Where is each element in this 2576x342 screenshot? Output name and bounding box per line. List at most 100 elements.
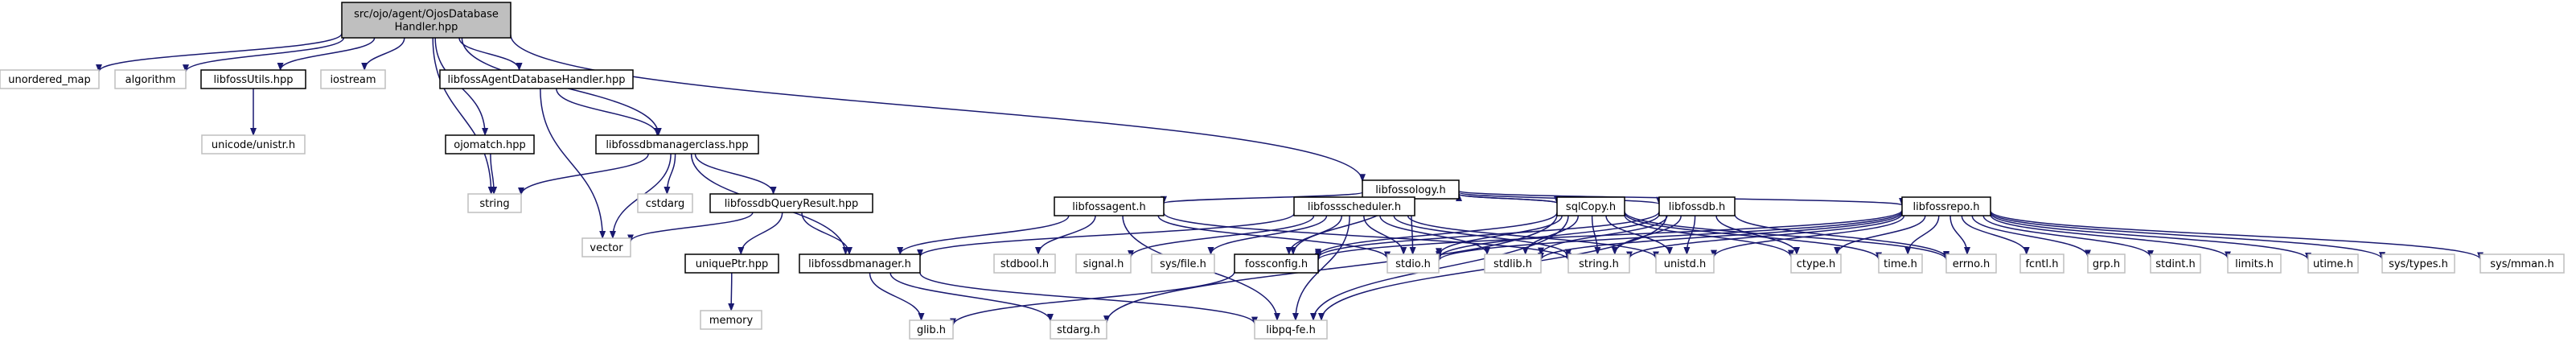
- node-libfossdbQueryResult-label: libfossdbQueryResult.hpp: [725, 198, 859, 210]
- node-root-label: src/ojo/agent/OjosDatabase: [354, 9, 499, 21]
- node-ctype: ctype.h: [1790, 253, 1842, 274]
- node-libfossdb-label: libfossdb.h: [1669, 201, 1725, 213]
- edge-root-to-algorithm: [183, 37, 345, 73]
- node-stdint: stdint.h: [2150, 253, 2201, 274]
- node-signal-box: [1075, 253, 1132, 274]
- node-stdbool-box: [993, 253, 1056, 274]
- node-libfossscheduler-box: [1293, 196, 1415, 216]
- node-grp: grp.h: [2087, 253, 2126, 274]
- node-vector: vector: [581, 237, 631, 258]
- node-iostream: iostream: [320, 69, 386, 89]
- node-stdio: stdio.h: [1387, 253, 1440, 274]
- edge-libfossdbQueryResult-to-vector: [627, 212, 754, 243]
- edge-sqlCopy-to-libpqfe: [1310, 215, 1569, 321]
- edge-libfossAgentDatabaseHandler-to-libfossdbmanagerclass: [556, 88, 661, 136]
- node-stringh-box: [1567, 253, 1630, 274]
- node-vector-box: [581, 237, 631, 258]
- node-glib-box: [909, 319, 954, 340]
- node-libfossAgentDatabaseHandler-box: [439, 69, 634, 89]
- node-signal-label: signal.h: [1083, 258, 1124, 270]
- node-stdlib-box: [1484, 253, 1542, 274]
- edge-libfossrepo-to-grp: [1971, 215, 2091, 258]
- node-libfossdb-box: [1658, 196, 1736, 216]
- node-string: string: [467, 193, 522, 213]
- node-libfossology[interactable]: libfossology.h: [1362, 179, 1460, 200]
- node-libfossdbmanagerclass[interactable]: libfossdbmanagerclass.hpp: [595, 134, 759, 155]
- node-stdint-box: [2150, 253, 2201, 274]
- node-libpqfe-box: [1254, 319, 1328, 340]
- node-fcntl: fcntl.h: [2019, 253, 2064, 274]
- edge-libfossdbmanagerclass-to-string: [518, 153, 649, 196]
- node-fossconfig[interactable]: fossconfig.h: [1234, 253, 1319, 274]
- node-libfossdb[interactable]: libfossdb.h: [1658, 196, 1736, 216]
- node-libfossdbmanager-label: libfossdbmanager.h: [808, 258, 911, 270]
- node-libfossscheduler[interactable]: libfossscheduler.h: [1293, 196, 1415, 216]
- node-sqlCopy-box: [1556, 196, 1625, 216]
- node-unistd: unistd.h: [1655, 253, 1715, 274]
- edge-sqlCopy-to-stdarg: [1103, 214, 1558, 324]
- node-time: time.h: [1878, 253, 1923, 274]
- node-fossconfig-label: fossconfig.h: [1245, 258, 1308, 270]
- node-sysfile-box: [1151, 253, 1215, 274]
- edge-libfossrepo-to-fcntl: [1961, 215, 2030, 255]
- edge-libfossscheduler-to-signal: [1128, 215, 1315, 258]
- edge-libfossscheduler-to-fossconfig: [1285, 215, 1343, 255]
- edge-libfossdbQueryResult-to-libfossdbmanager: [801, 212, 853, 255]
- edge-libfossrepo-to-sysmman: [1990, 210, 2484, 261]
- node-unordered_map-box: [0, 69, 100, 89]
- edge-libfossscheduler-to-stringh: [1393, 215, 1571, 258]
- node-unistd-box: [1655, 253, 1715, 274]
- edge-libfossdbmanager-to-stdarg: [889, 272, 1054, 322]
- node-libfossdbmanagerclass-label: libfossdbmanagerclass.hpp: [606, 139, 748, 151]
- node-cstdarg-label: cstdarg: [646, 198, 685, 210]
- node-stdarg: stdarg.h: [1050, 319, 1107, 340]
- node-libfossrepo[interactable]: libfossrepo.h: [1901, 196, 1991, 216]
- node-libfossagent-label: libfossagent.h: [1072, 201, 1145, 213]
- node-memory-label: memory: [709, 315, 754, 327]
- node-stdio-label: stdio.h: [1395, 258, 1431, 270]
- edge-libfossscheduler-to-stdio: [1363, 215, 1407, 255]
- node-libfossAgentDatabaseHandler[interactable]: libfossAgentDatabaseHandler.hpp: [439, 69, 634, 89]
- edge-uniquePtr-to-memory: [728, 272, 735, 311]
- node-stdlib-label: stdlib.h: [1493, 258, 1532, 270]
- edge-libfossrepo-to-time: [1904, 215, 1940, 255]
- node-libfossagent[interactable]: libfossagent.h: [1054, 196, 1165, 216]
- node-sysfile-label: sys/file.h: [1160, 258, 1206, 270]
- node-libfossdbmanager[interactable]: libfossdbmanager.h: [799, 253, 921, 274]
- node-unistr-box: [201, 134, 306, 155]
- node-fossconfig-box: [1234, 253, 1319, 274]
- edge-libfossrepo-to-ctype: [1834, 215, 1926, 255]
- node-errno: errno.h: [1945, 253, 1997, 274]
- node-ctype-label: ctype.h: [1797, 258, 1836, 270]
- node-ojomatch[interactable]: ojomatch.hpp: [445, 134, 535, 155]
- edge-sqlCopy-to-stdlib: [1522, 215, 1580, 255]
- node-libfossology-label: libfossology.h: [1375, 184, 1446, 196]
- edge-libfossagent-to-stringh: [1163, 212, 1571, 262]
- node-signal: signal.h: [1075, 253, 1132, 274]
- node-limits-label: limits.h: [2235, 258, 2274, 270]
- edge-root-to-string: [432, 37, 495, 195]
- node-stdarg-label: stdarg.h: [1057, 324, 1100, 336]
- node-time-box: [1878, 253, 1923, 274]
- node-sqlCopy[interactable]: sqlCopy.h: [1556, 196, 1625, 216]
- edge-sqlCopy-to-fossconfig: [1315, 212, 1558, 258]
- node-libfossdbQueryResult-box: [709, 193, 873, 213]
- node-libfossAgentDatabaseHandler-label: libfossAgentDatabaseHandler.hpp: [448, 74, 626, 86]
- node-utime-box: [2307, 253, 2359, 274]
- edge-libfossagent-to-libfossdbmanager: [897, 215, 1070, 255]
- node-libfossUtils[interactable]: libfossUtils.hpp: [200, 69, 306, 89]
- node-errno-box: [1945, 253, 1997, 274]
- edge-libfossdb-to-fossconfig: [1315, 211, 1660, 259]
- node-unistr-label: unicode/unistr.h: [212, 139, 295, 151]
- edge-libfossrepo-to-stringh: [1626, 213, 1903, 260]
- node-memory-box: [700, 310, 762, 330]
- node-grp-label: grp.h: [2093, 258, 2120, 270]
- node-sysmman-box: [2479, 253, 2565, 274]
- edge-libfossdb-to-ctype: [1715, 215, 1800, 255]
- edge-libfossrepo-to-errno: [1949, 215, 1970, 255]
- node-uniquePtr[interactable]: uniquePtr.hpp: [684, 253, 779, 274]
- node-libfossdbQueryResult[interactable]: libfossdbQueryResult.hpp: [709, 193, 873, 213]
- node-time-label: time.h: [1884, 258, 1917, 270]
